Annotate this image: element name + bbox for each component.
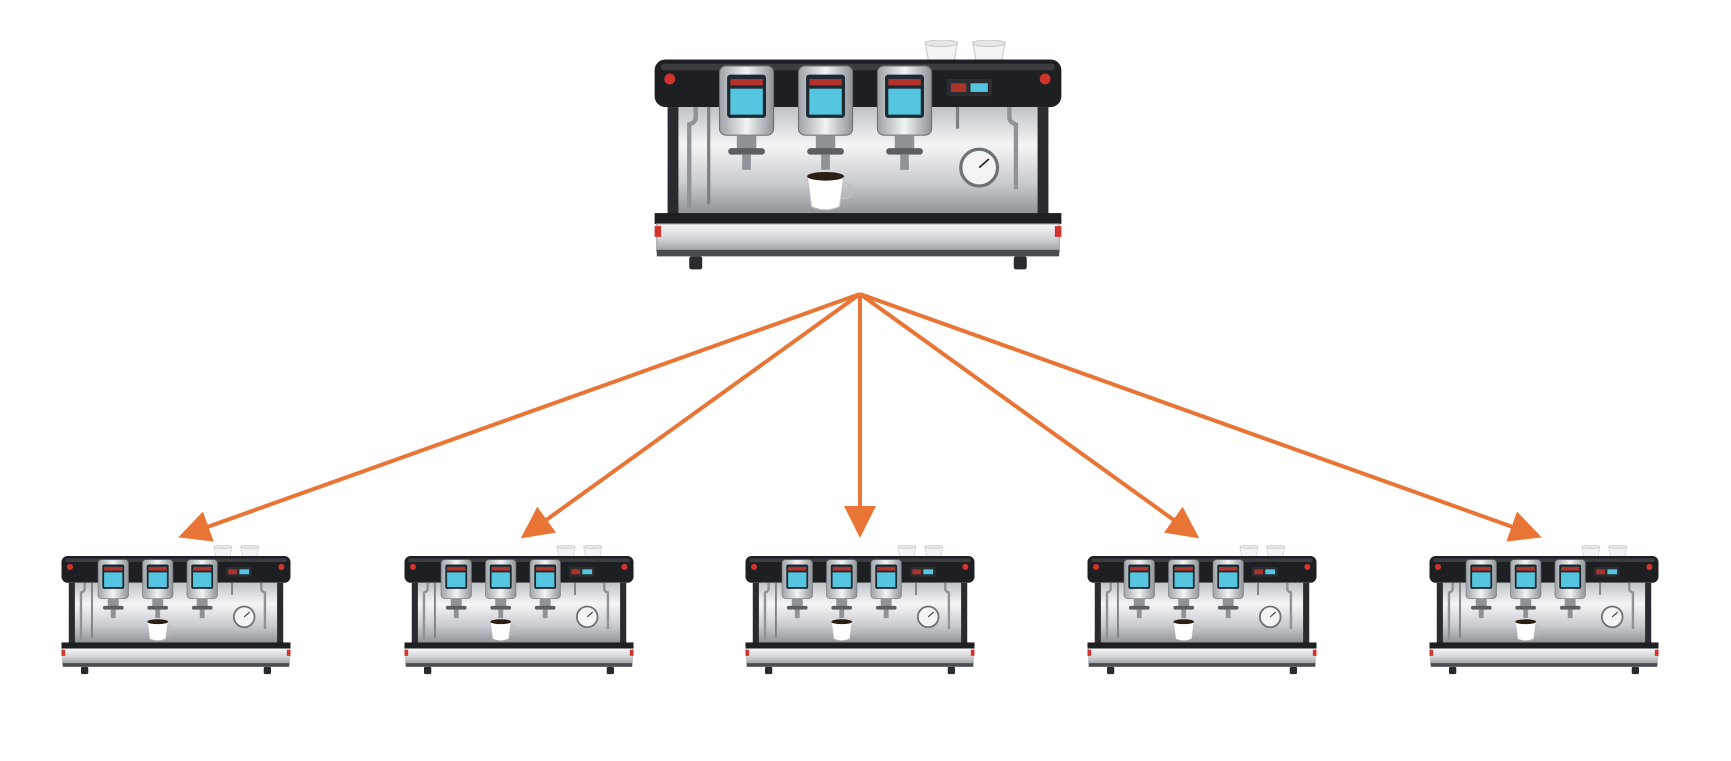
- arrow-to-target-2: [520, 292, 862, 539]
- espresso-machine-icon: [1086, 545, 1318, 676]
- arrow-group: [178, 292, 1542, 542]
- arrow-to-target-5: [859, 292, 1542, 542]
- espresso-machine-icon: [744, 545, 976, 676]
- arrow-to-target-4: [858, 292, 1200, 539]
- espresso-machine-icon: [60, 545, 292, 676]
- espresso-machine-icon: [1428, 545, 1660, 676]
- source-espresso-machine: [655, 40, 1062, 269]
- espresso-machine-icon: [655, 40, 1062, 269]
- espresso-machine-icon: [403, 545, 635, 676]
- target-espresso-machines: [60, 545, 1660, 676]
- arrow-to-target-1: [178, 292, 861, 542]
